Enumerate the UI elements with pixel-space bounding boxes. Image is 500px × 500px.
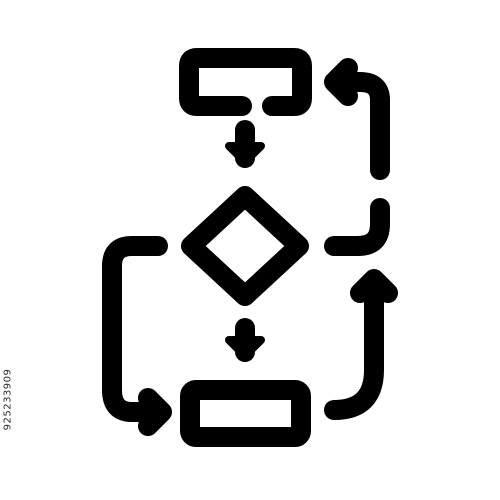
right-upper-connector-lower: [324, 198, 390, 256]
left-loop-connector: [102, 236, 168, 422]
right-upper-arrow-head: [324, 58, 358, 106]
right-upper-connector-upper: [332, 72, 390, 180]
bottom-process-box: [180, 380, 311, 447]
right-lower-arrow-head: [350, 269, 398, 303]
left-loop-arrow-head: [138, 388, 172, 436]
bottom-down-arrow-head: [225, 336, 265, 360]
decision-diamond: [181, 186, 309, 306]
top-process-box: [179, 48, 312, 116]
right-lower-connector: [324, 280, 384, 420]
top-down-arrow-head: [225, 142, 265, 166]
stock-id-watermark: 925233909: [0, 0, 16, 500]
stock-id-text: 925233909: [2, 368, 14, 431]
